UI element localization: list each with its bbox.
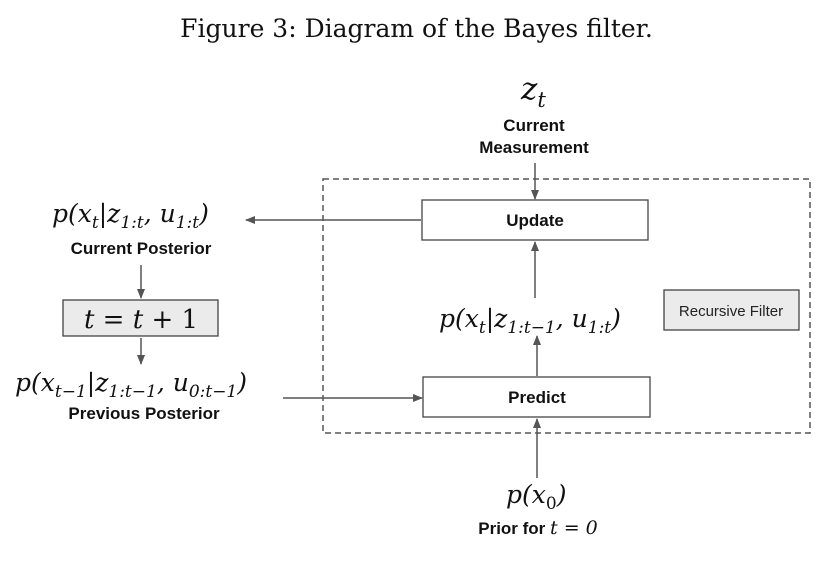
previous-posterior-label: Previous Posterior bbox=[68, 404, 220, 423]
figure-caption: Figure 3: Diagram of the Bayes filter. bbox=[180, 14, 653, 43]
predict-box bbox=[422, 376, 651, 418]
recursive-filter-boundary bbox=[322, 178, 811, 434]
predicted-belief-formula: p(xt|z1:t−1, u1:t) bbox=[439, 304, 621, 338]
time-step-box bbox=[62, 299, 219, 337]
prior-formula: p(x0) bbox=[506, 480, 566, 514]
measurement-label-line2: Measurement bbox=[479, 138, 589, 157]
prior-label: Prior for t = 0 bbox=[478, 517, 598, 539]
update-label: Update bbox=[506, 211, 564, 230]
current-posterior-formula: p(xt|z1:t, u1:t) bbox=[52, 199, 209, 233]
recursive-filter-label: Recursive Filter bbox=[679, 303, 783, 320]
measurement-symbol: zt bbox=[520, 71, 546, 112]
update-box bbox=[421, 199, 649, 241]
time-step-formula: t = t + 1 bbox=[84, 305, 198, 335]
predict-label: Predict bbox=[508, 388, 566, 407]
previous-posterior-formula: p(xt−1|z1:t−1, u0:t−1) bbox=[15, 368, 247, 402]
measurement-label-line1: Current bbox=[503, 116, 565, 135]
current-posterior-label: Current Posterior bbox=[71, 239, 212, 258]
recursive-filter-badge bbox=[663, 289, 800, 331]
